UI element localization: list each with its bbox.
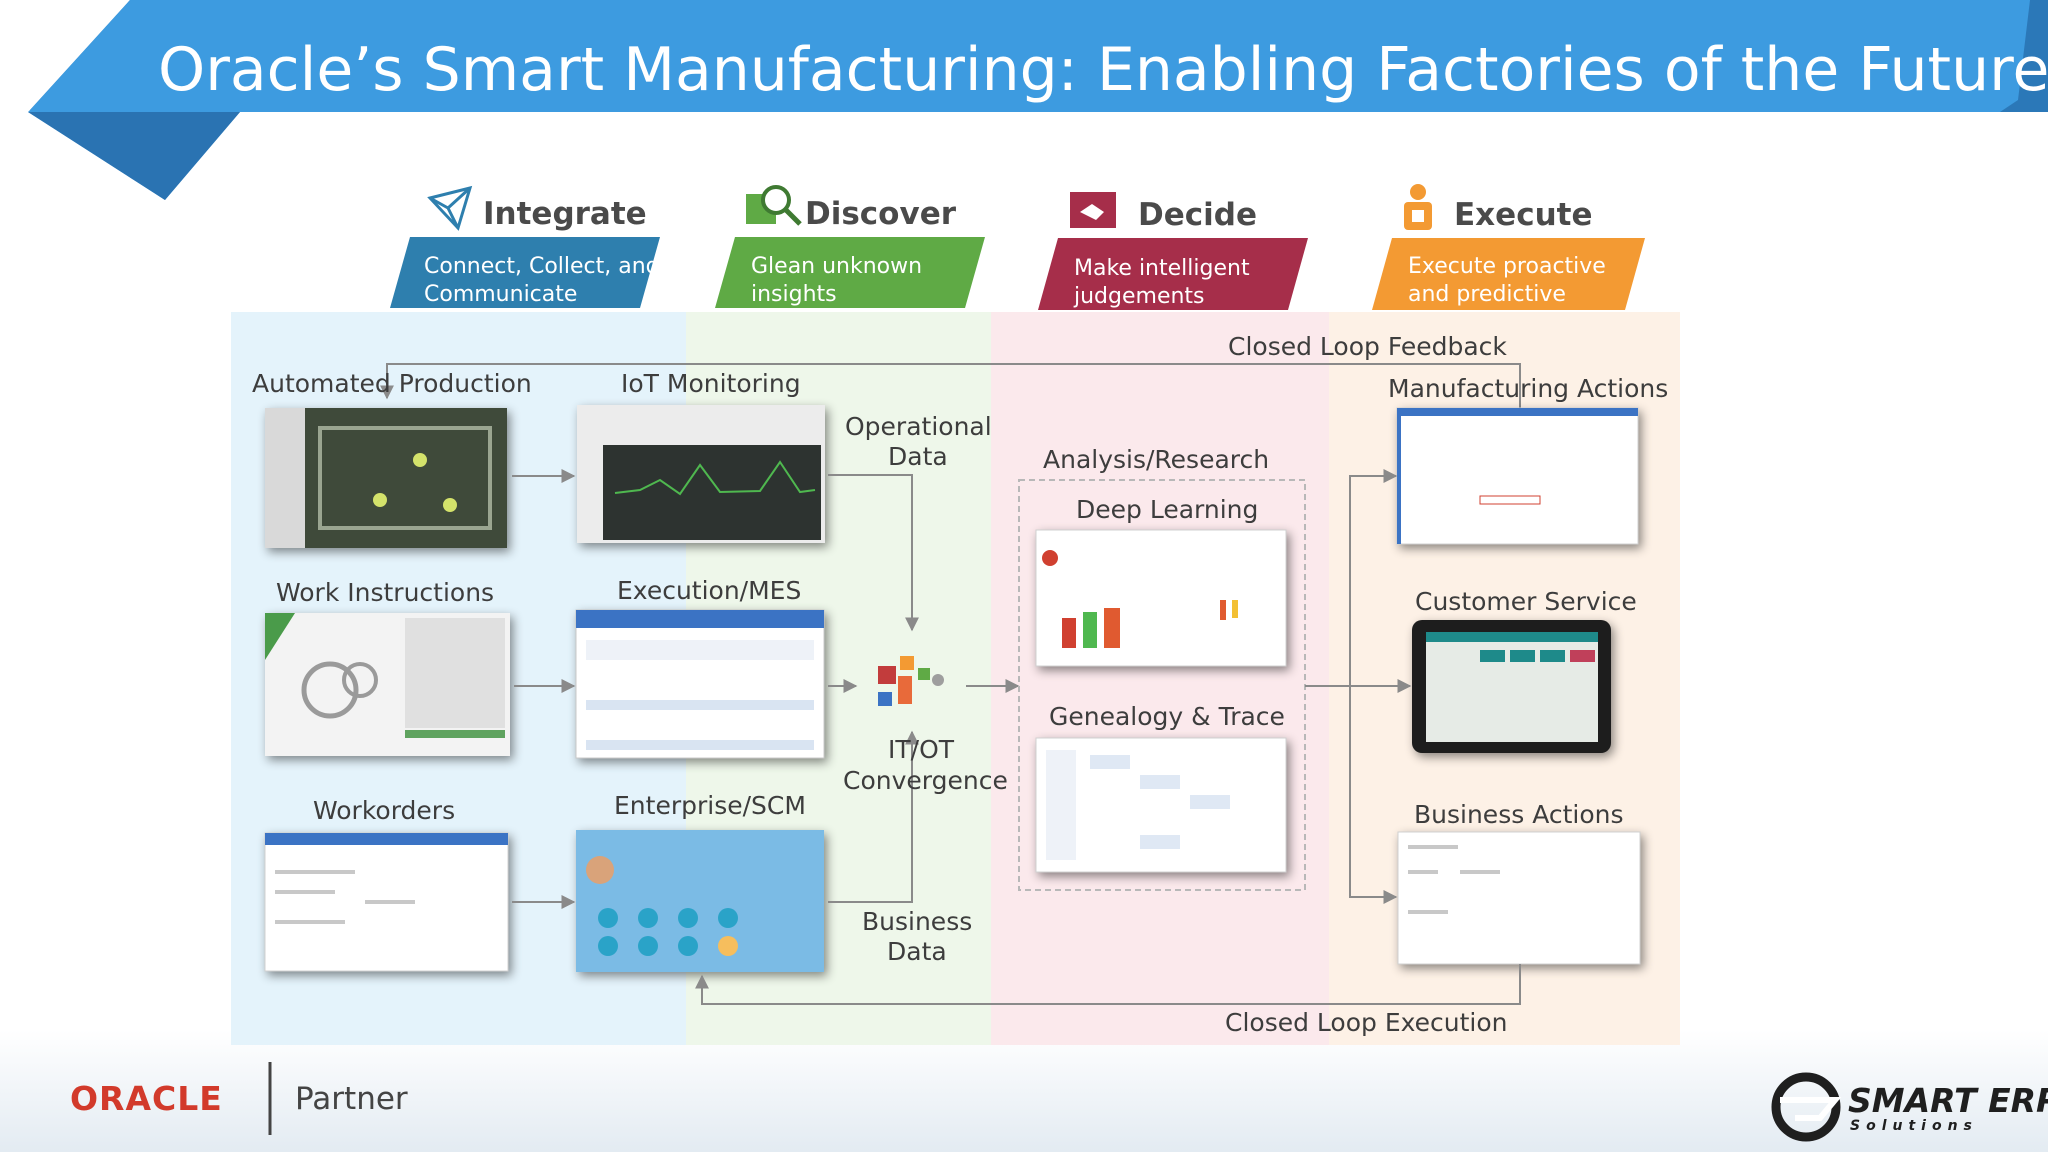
- genealogy-trace-screenshot: [1035, 737, 1287, 873]
- business-actions-label: Business Actions: [1414, 800, 1624, 829]
- phase-discover-title: Discover: [805, 196, 957, 232]
- execution-mes-screenshot: [575, 609, 825, 759]
- worker-icon: [1404, 184, 1432, 230]
- automated-production-screenshot: [265, 408, 507, 548]
- phase-discover-line1: Glean unknown: [751, 254, 922, 279]
- phase-execute-line2: and predictive: [1408, 282, 1566, 307]
- phase-execute-line1: Execute proactive: [1408, 254, 1606, 279]
- smart-erp-wordmark: SMART ERP: [1848, 1081, 2048, 1120]
- automated-production-label: Automated Production: [252, 369, 532, 398]
- oracle-wordmark: ORACLE: [70, 1079, 223, 1118]
- closed-loop-execution-label: Closed Loop Execution: [1225, 1008, 1508, 1037]
- operational-data-line1: Operational: [845, 412, 992, 441]
- closed-loop-feedback: Closed Loop Feedback: [380, 332, 1521, 408]
- closed-loop-feedback-label: Closed Loop Feedback: [1228, 332, 1507, 361]
- oracle-logo: ORACLE: [70, 1079, 223, 1118]
- phase-integrate-line1: Connect, Collect, and: [424, 254, 660, 279]
- manufacturing-actions-screenshot: [1396, 407, 1639, 545]
- magnify-chart-icon: [746, 185, 802, 226]
- phase-discover: Discover Glean unknown insights: [715, 185, 985, 308]
- iot-monitoring-label: IoT Monitoring: [621, 369, 801, 398]
- partner-label: Partner: [295, 1081, 408, 1117]
- title-banner: Oracle’s Smart Manufacturing: Enabling F…: [28, 0, 2048, 200]
- enterprise-scm-label: Enterprise/SCM: [614, 791, 806, 820]
- deep-learning-label: Deep Learning: [1076, 495, 1258, 524]
- page-title: Oracle’s Smart Manufacturing: Enabling F…: [158, 35, 2048, 105]
- phase-decide-line2: judgements: [1073, 284, 1205, 309]
- phase-integrate-line2: Communicate: [424, 282, 577, 307]
- business-data-line1: Business: [862, 907, 972, 936]
- workorders-label: Workorders: [313, 796, 455, 825]
- business-data-line2: Data: [887, 937, 947, 966]
- phase-execute-title: Execute: [1454, 197, 1593, 233]
- analysis-research-label: Analysis/Research: [1043, 445, 1269, 474]
- solutions-wordmark: Solutions: [1850, 1118, 1978, 1134]
- footer-band: [0, 1030, 2048, 1152]
- convergence-line1: IT/OT: [888, 735, 955, 764]
- execution-mes-label: Execution/MES: [617, 576, 801, 605]
- genealogy-trace-label: Genealogy & Trace: [1049, 702, 1285, 731]
- manufacturing-actions-label: Manufacturing Actions: [1388, 374, 1668, 403]
- convergence-icon: [878, 656, 944, 706]
- business-actions-screenshot: [1397, 831, 1641, 965]
- customer-service-label: Customer Service: [1415, 587, 1637, 616]
- work-instructions-label: Work Instructions: [276, 578, 494, 607]
- iot-monitoring-screenshot: [577, 405, 825, 543]
- deep-learning-screenshot: [1035, 529, 1287, 667]
- work-instructions-screenshot: [265, 613, 510, 756]
- phase-execute: Execute Execute proactive and predictive: [1372, 184, 1645, 310]
- phase-decide: Decide Make intelligent judgements: [1038, 192, 1308, 310]
- phase-decide-title: Decide: [1138, 197, 1257, 233]
- customer-service-tablet: [1412, 620, 1611, 753]
- phase-integrate: Integrate Connect, Collect, and Communic…: [390, 185, 660, 308]
- workorders-screenshot: [264, 832, 509, 972]
- convergence-line2: Convergence: [843, 766, 1008, 795]
- network-icon: [427, 185, 473, 231]
- handshake-icon: [1070, 192, 1116, 228]
- operational-data-line2: Data: [888, 442, 948, 471]
- smart-erp-logo: SMART ERP Solutions: [1771, 1072, 2048, 1142]
- phase-decide-line1: Make intelligent: [1074, 256, 1250, 281]
- closed-loop-execution: Closed Loop Execution: [695, 964, 1521, 1037]
- phase-integrate-title: Integrate: [483, 196, 647, 232]
- phase-discover-line2: insights: [751, 282, 837, 307]
- enterprise-scm-screenshot: [576, 830, 824, 972]
